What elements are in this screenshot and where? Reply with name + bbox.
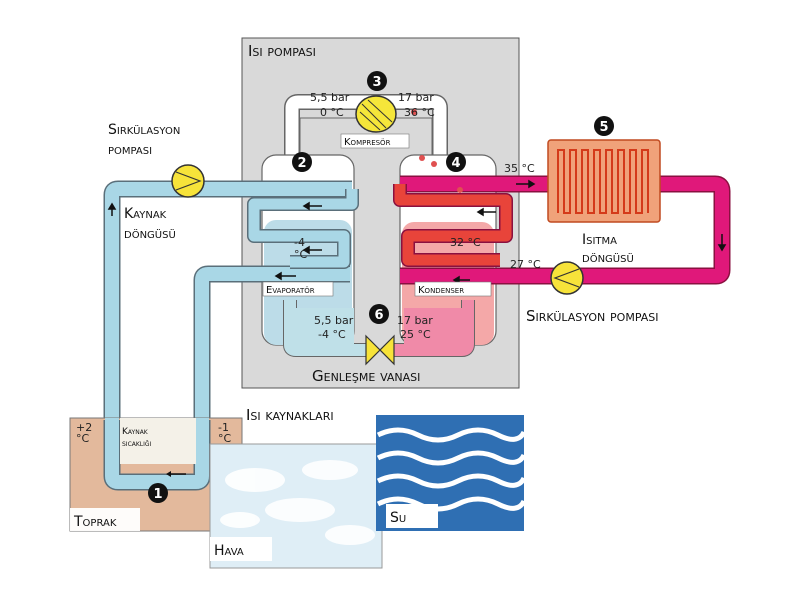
svg-text:4: 4 [451, 156, 460, 171]
compressor-icon [355, 95, 397, 133]
water-label: Su [390, 510, 406, 526]
marker-4: 4 [446, 152, 466, 172]
condenser-label: Kondenser [418, 285, 464, 296]
water-waves [376, 427, 527, 512]
ground-label: Toprak [73, 514, 117, 530]
expansion-valve-icon [365, 334, 395, 366]
marker-1: 1 [148, 483, 168, 503]
valve-in-temp: 25 °C [400, 328, 431, 341]
supply-temp: 35 °C [504, 162, 535, 175]
compressor-label: Kompresör [344, 137, 391, 148]
comp-out-pressure: 17 bar [398, 91, 434, 104]
cond-temp: 32 °C [450, 236, 481, 249]
cloud-pattern [220, 460, 375, 545]
marker-2: 2 [292, 152, 312, 172]
comp-in-temp: 0 °C [320, 106, 344, 119]
marker-3: 3 [367, 71, 387, 91]
expansion-valve-label: Genleşme vanası [312, 367, 420, 385]
heat-sources-label: Isı kaynakları [246, 406, 334, 424]
valve-out-pressure: 5,5 bar [314, 314, 354, 327]
ground-out-temp: -1°C [218, 421, 232, 445]
radiator-coil [557, 149, 649, 214]
evaporator-label: Evaporatör [266, 285, 315, 296]
svg-text:5: 5 [599, 120, 608, 135]
svg-text:3: 3 [372, 75, 381, 90]
return-temp: 27 °C [510, 258, 541, 271]
svg-text:6: 6 [374, 308, 383, 323]
valve-out-temp: -4 °C [318, 328, 346, 341]
marker-6: 6 [369, 304, 389, 324]
air-label: Hava [214, 543, 244, 559]
marker-5: 5 [594, 116, 614, 136]
heating-circulation-pump-label: Sirkülasyon pompası [526, 307, 659, 325]
comp-out-temp: 36 °C [404, 106, 435, 119]
svg-text:2: 2 [297, 156, 306, 171]
comp-in-pressure: 5,5 bar [310, 91, 350, 104]
valve-in-pressure: 17 bar [397, 314, 433, 327]
svg-text:1: 1 [153, 487, 162, 502]
heat-pump-title: Isı pompası [248, 42, 316, 60]
ground-in-temp: +2°C [76, 421, 92, 445]
evap-temp: -4°C [294, 236, 308, 261]
